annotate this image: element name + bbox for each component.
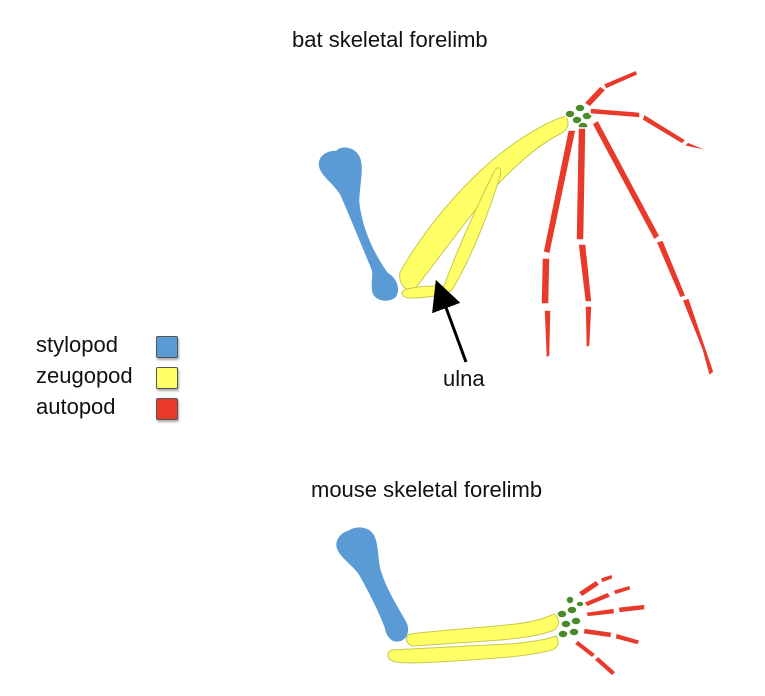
bat-diagram-title: bat skeletal forelimb (292, 27, 488, 52)
legend-swatch-zeugopod (156, 367, 178, 389)
phalanx (614, 632, 642, 646)
mouse-forelimb (334, 525, 646, 678)
phalanx (542, 129, 577, 255)
phalanx (682, 141, 713, 153)
mouse-ulna (387, 635, 559, 664)
phalanx (582, 627, 613, 639)
bat-carpals (564, 103, 593, 131)
phalanx (576, 578, 602, 599)
carpal-bone (557, 629, 569, 639)
phalanx (582, 85, 608, 108)
phalanx (575, 127, 587, 241)
carpal-bone (574, 103, 586, 113)
phalanx (654, 239, 687, 299)
mouse-digits (572, 573, 646, 678)
phalanx (611, 584, 632, 596)
phalanx (540, 257, 551, 305)
legend-swatch-stylopod (156, 336, 178, 358)
ulna-label: ulna (443, 366, 485, 391)
phalanx (599, 573, 614, 584)
bat-radius (399, 115, 569, 291)
phalanx (572, 639, 598, 659)
phalanx (584, 305, 593, 350)
bat-humerus (317, 145, 400, 303)
phalanx (641, 112, 688, 145)
phalanx (543, 309, 552, 360)
carpal-bone (566, 605, 578, 615)
legend-label: autopod (36, 394, 116, 419)
mouse-humerus (334, 525, 410, 644)
carpal-bone (571, 115, 583, 125)
phalanx (585, 607, 616, 618)
mouse-radius (406, 613, 559, 647)
phalanx (680, 297, 715, 378)
phalanx (577, 243, 593, 303)
mouse-diagram-title: mouse skeletal forelimb (311, 477, 543, 502)
phalanx (589, 107, 641, 119)
bat-digits (540, 69, 715, 378)
carpal-bone (564, 109, 576, 119)
carpal-bone (568, 627, 580, 637)
mouse-carpals (556, 595, 585, 639)
bat-forelimb (317, 69, 715, 378)
carpal-bone (575, 600, 585, 608)
legend-label: zeugopod (36, 363, 133, 388)
phalanx (582, 591, 613, 608)
phalanx (601, 69, 639, 90)
carpal-bone (565, 595, 575, 605)
phalanx (591, 118, 661, 242)
phalanx (617, 603, 646, 614)
carpal-bone (560, 619, 572, 629)
ulna-pointer-arrow (432, 279, 468, 363)
carpal-bone (556, 609, 568, 619)
legend-label: stylopod (36, 332, 118, 357)
carpal-bone (570, 616, 582, 626)
legend-swatch-autopod (156, 398, 178, 420)
phalanx (592, 654, 618, 678)
